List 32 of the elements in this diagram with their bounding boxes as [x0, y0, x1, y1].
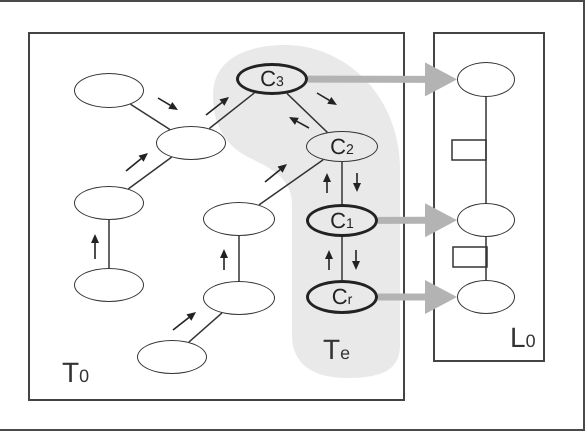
- block-arrow: [378, 203, 457, 238]
- connector-line: [485, 237, 487, 280]
- shaded-region: [213, 45, 401, 379]
- block-arrow: [378, 280, 457, 314]
- connector-line: [341, 162, 343, 204]
- ellipse-node: [457, 280, 515, 314]
- ellipse-node: [306, 131, 378, 162]
- connector-line: [258, 159, 324, 206]
- connector-line: [130, 104, 170, 130]
- connector-line: [485, 97, 487, 203]
- ellipse-node: [137, 340, 207, 374]
- ellipse-node: [306, 204, 378, 237]
- ellipse-node: [457, 203, 515, 237]
- connector-line: [341, 237, 343, 280]
- ellipse-node: [74, 186, 144, 220]
- ellipse-node: [457, 62, 515, 97]
- ellipse-node: [74, 73, 144, 108]
- connector-line: [128, 156, 172, 190]
- connector-line: [108, 220, 110, 268]
- ellipse-node: [203, 281, 275, 315]
- region-box: [28, 32, 405, 401]
- block-arrow: [308, 62, 457, 96]
- ellipse-node: [74, 268, 144, 302]
- ellipse-node: [156, 126, 226, 160]
- connector-line: [208, 92, 255, 130]
- ellipse-node: [203, 202, 275, 236]
- connector-line: [286, 92, 328, 133]
- ellipse-node: [306, 280, 378, 314]
- connector-line: [188, 312, 222, 343]
- ellipse-node: [236, 63, 308, 95]
- region-box: [433, 32, 545, 362]
- connector-line: [238, 236, 240, 281]
